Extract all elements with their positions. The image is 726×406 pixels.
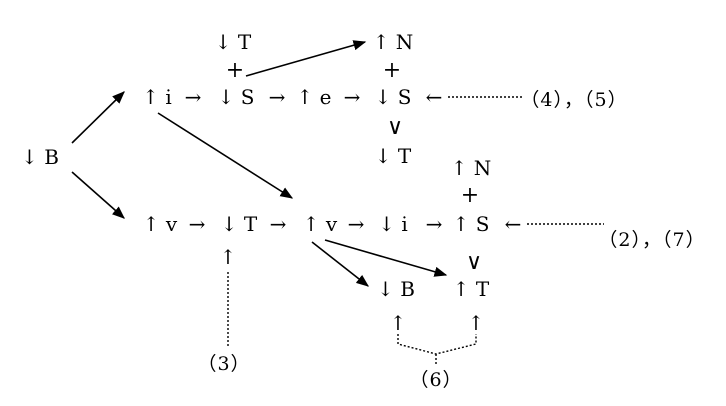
note-4-5: （4），（5） [520, 89, 628, 111]
node-t-middle: ↓ T [374, 144, 412, 168]
note-6: （6） [409, 369, 463, 391]
arrow-v-to-i: → [347, 212, 365, 236]
plus-symbol-upper-left: + [225, 58, 245, 83]
arrow-e-to-s: → [343, 85, 361, 109]
plus-symbol-lower: + [460, 183, 480, 208]
arrow-i-to-s-lower: → [425, 212, 443, 236]
arrow-up-from-note-3: ↑ [219, 245, 237, 269]
plus-symbol-upper-right: + [382, 58, 402, 83]
vee-symbol-upper: ∨ [386, 115, 404, 140]
node-t-upper: ↓ T [214, 30, 252, 54]
node-v-right: ↑ v [302, 212, 338, 236]
arrow-into-s-lower: ← [504, 212, 522, 236]
node-i-upper: ↑ i [142, 85, 172, 109]
arrow-up-to-b-lower: ↑ [389, 311, 407, 335]
arrow-into-s-upper-right: ← [425, 85, 443, 109]
node-n-upper: ↑ N [372, 30, 414, 54]
node-t-bottom: ↑ T [452, 277, 490, 301]
node-v-left: ↑ v [142, 212, 178, 236]
dotted-pointer-6 [397, 334, 477, 355]
node-n-lower: ↑ N [450, 156, 492, 180]
arrow-up-to-t-bottom: ↑ [467, 311, 485, 335]
edge-plus-to-n [245, 40, 367, 77]
arrow-i-to-s: → [184, 85, 202, 109]
edge-i-to-v2 [157, 112, 294, 199]
edge-b-to-v [71, 171, 125, 219]
node-e: ↑ e [296, 85, 332, 109]
arrow-s-to-e: → [268, 85, 286, 109]
vee-symbol-lower: ∨ [465, 250, 483, 275]
edge-v2-to-b2 [311, 241, 370, 287]
note-3: （3） [197, 353, 251, 375]
node-b-lower: ↓ B [377, 277, 415, 301]
edge-v2-to-t4 [324, 239, 448, 277]
node-i-lower: ↓ i [378, 212, 408, 236]
edge-b-to-i [71, 91, 125, 144]
node-root-b: ↓ B [21, 145, 59, 169]
note-2-7: （2），（7） [598, 229, 706, 251]
node-t-lower: ↓ T [220, 212, 258, 236]
arrow-t-to-v: → [269, 212, 287, 236]
arrow-v-to-t: → [188, 212, 206, 236]
node-s-lower: ↑ S [452, 212, 490, 236]
node-s-upper-right: ↓ S [374, 85, 412, 109]
node-s-upper-left: ↓ S [217, 85, 255, 109]
